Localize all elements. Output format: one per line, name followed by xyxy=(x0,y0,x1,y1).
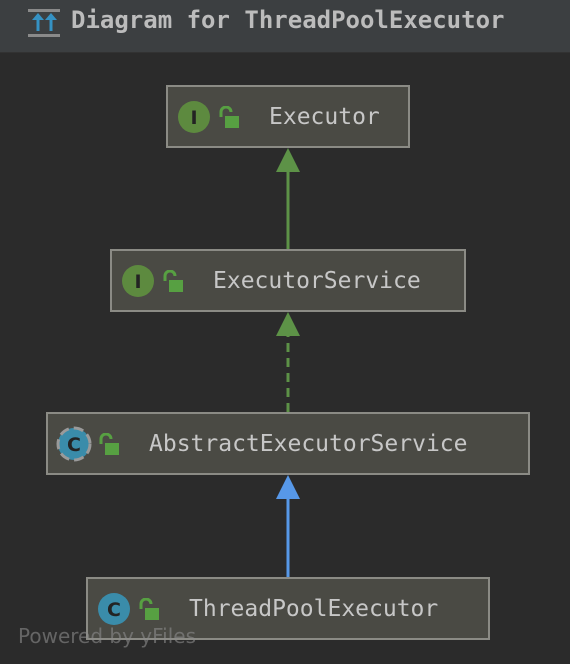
node-label: ThreadPoolExecutor xyxy=(189,595,439,622)
interface-icon: I xyxy=(122,265,154,297)
svg-text:I: I xyxy=(190,107,197,129)
public-lock-icon xyxy=(99,433,119,455)
node-label: ExecutorService xyxy=(213,267,421,294)
public-lock-icon xyxy=(219,106,239,128)
node-label: AbstractExecutorService xyxy=(149,430,468,457)
edge-arrowhead-2 xyxy=(276,312,300,336)
edge-arrowhead-1 xyxy=(276,148,300,172)
node-thread-pool-executor[interactable]: C ThreadPoolExecutor xyxy=(86,577,490,640)
svg-text:I: I xyxy=(134,271,141,293)
yfiles-watermark: Powered by yFiles xyxy=(18,624,196,648)
node-abstract-executor-service[interactable]: C AbstractExecutorService xyxy=(46,412,530,475)
node-executor-service[interactable]: I ExecutorService xyxy=(110,249,466,312)
svg-text:C: C xyxy=(67,434,81,456)
edge-arrowhead-3 xyxy=(276,475,300,499)
node-executor[interactable]: I Executor xyxy=(166,85,410,148)
node-label: Executor xyxy=(269,103,380,130)
class-icon: C xyxy=(98,593,130,625)
class-diagram-icon xyxy=(28,9,60,37)
public-lock-icon xyxy=(139,598,159,620)
public-lock-icon xyxy=(163,270,183,292)
diagram-title: Diagram for ThreadPoolExecutor xyxy=(71,6,505,34)
svg-text:C: C xyxy=(107,599,121,621)
interface-icon: I xyxy=(178,101,210,133)
abstract-class-icon: C xyxy=(56,426,92,462)
diagram-header: Diagram for ThreadPoolExecutor xyxy=(0,0,570,53)
